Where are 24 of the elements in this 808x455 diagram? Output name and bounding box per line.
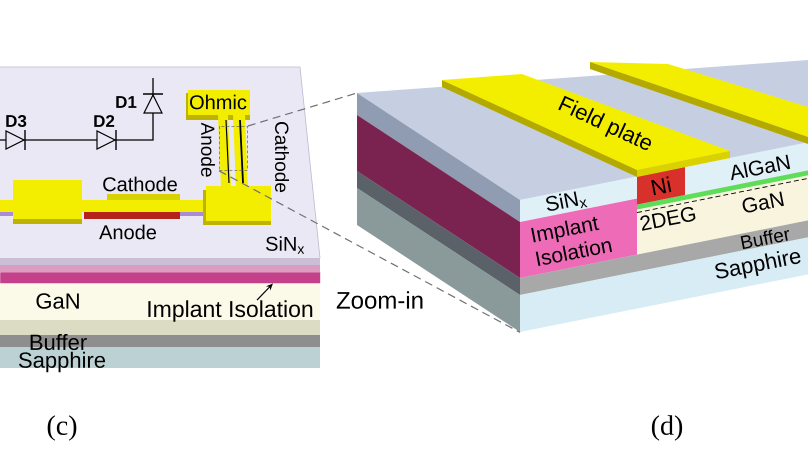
- layer-label: SiN$_{x}$: [266, 236, 304, 254]
- layer-label: Buffer: [740, 230, 790, 250]
- diode-label: D3: [6, 114, 26, 128]
- electrode-label: Ni: [651, 176, 672, 196]
- electrode-label: Cathode: [275, 122, 289, 192]
- layer-label: Sapphire: [18, 352, 106, 372]
- layer-label: Sapphire: [715, 250, 801, 278]
- layer-label: SiN$_{x}$: [546, 191, 588, 211]
- layer-label: Implant Isolation: [148, 300, 312, 322]
- layer-band: [0, 272, 320, 284]
- zoom-line: [248, 92, 358, 127]
- electrode-label: Anode: [201, 122, 215, 177]
- layer-label: GaN: [742, 192, 784, 212]
- zoom-line: [218, 170, 520, 333]
- layer-label: AlGaN: [731, 154, 790, 180]
- electrode-label: Cathode: [103, 176, 177, 192]
- diode-label: D2: [94, 115, 114, 127]
- panel-label: (c): [48, 415, 76, 441]
- panel-label: (d): [652, 415, 682, 441]
- layer-label: Buffer: [30, 334, 87, 350]
- zoom-window: [219, 126, 248, 171]
- diode-label: D1: [116, 96, 136, 108]
- zoom-label: Zoom-in: [336, 291, 422, 309]
- electrode-label: Field plate: [558, 96, 652, 150]
